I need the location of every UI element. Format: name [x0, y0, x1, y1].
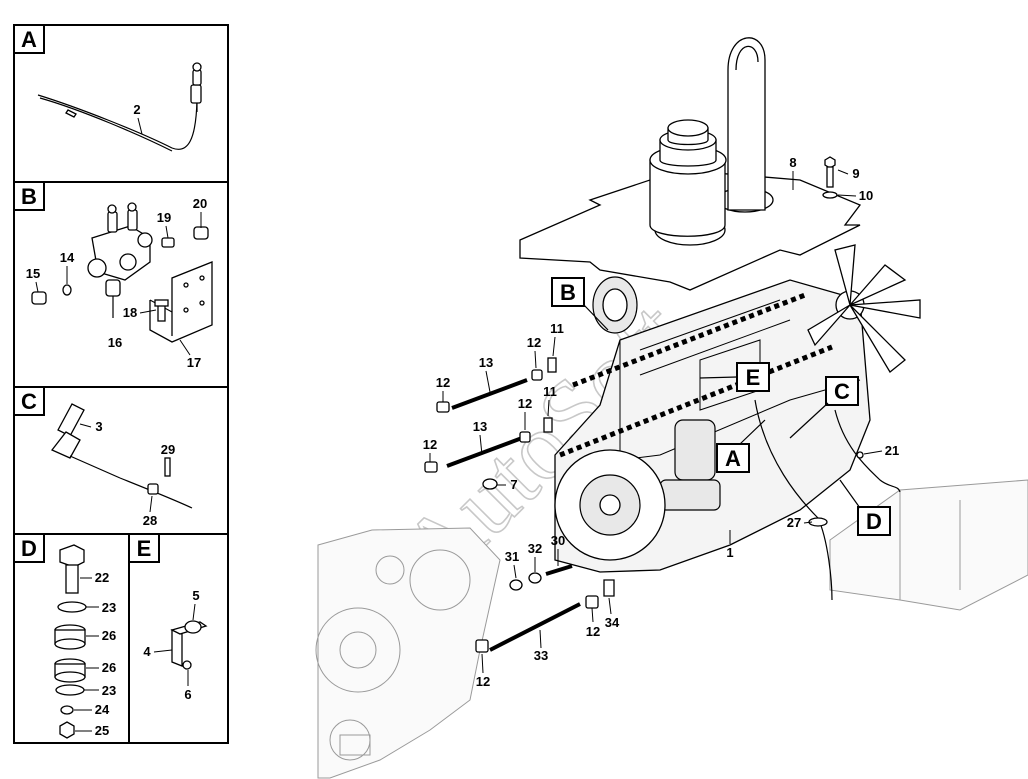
panel-a-letter: A [21, 27, 37, 52]
main-letter-d: D [866, 509, 882, 534]
callout-30: 30 [551, 533, 565, 548]
panel-b-letter: B [21, 184, 37, 209]
callout-3: 3 [95, 419, 102, 434]
callout-26: 26 [102, 628, 116, 643]
callout-1: 1 [726, 545, 733, 560]
panel-c-letter: C [21, 389, 37, 414]
callout-33: 33 [534, 648, 548, 663]
callout-18: 18 [123, 305, 137, 320]
callout-7: 7 [510, 477, 517, 492]
callout-19: 19 [157, 210, 171, 225]
main-letter-box-d [857, 506, 891, 536]
panel-d-letter-box [13, 533, 45, 563]
callout-12-bottom-left: 12 [476, 674, 490, 689]
screw-9 [824, 156, 836, 169]
main-letter-box-c [825, 376, 859, 406]
callout-12-middle: 12 [518, 396, 532, 411]
callout-12-bottom-right: 12 [586, 624, 600, 639]
callout-10: 10 [859, 188, 873, 203]
callout-12-upper-left: 12 [436, 375, 450, 390]
callout-12-upper-right: 12 [527, 335, 541, 350]
main-letter-b: B [560, 280, 576, 305]
main-letter-box-b [551, 277, 585, 307]
callout-23: 23 [102, 600, 116, 615]
callout-29: 29 [161, 442, 175, 457]
callout-25: 25 [95, 723, 109, 738]
main-assembly-drawing [315, 37, 1028, 779]
section-line-lower [559, 344, 833, 458]
panel-c-pedal-drawing: 3 29 28 [50, 403, 193, 528]
main-letter-a: A [725, 446, 741, 471]
callout-31: 31 [505, 549, 519, 564]
panel-e-clamp-drawing: 5 4 6 [143, 588, 208, 702]
transmission-housing [317, 527, 501, 779]
callout-5: 5 [192, 588, 199, 603]
panel-c-frame [13, 386, 229, 535]
callout-13-upper: 13 [479, 355, 493, 370]
panel-b-letter-box [13, 181, 45, 211]
panel-a-cable-drawing: 2 [37, 62, 202, 152]
frame-rail [829, 479, 1028, 611]
panel-d-mount-drawing: 22 23 26 26 23 24 25 [54, 544, 116, 739]
callout-24: 24 [95, 702, 110, 717]
callout-11-lower: 11 [543, 384, 557, 399]
callout-22: 22 [95, 570, 109, 585]
section-line-upper [572, 292, 806, 388]
callout-28: 28 [143, 513, 157, 528]
callout-12-lower-left: 12 [423, 437, 437, 452]
callout-4: 4 [143, 644, 151, 659]
main-number-callouts: 8 9 10 11 12 13 11 12 12 13 12 7 21 27 1… [423, 155, 899, 689]
callout-27: 27 [787, 515, 801, 530]
exhaust-pipe [727, 37, 766, 211]
callout-9: 9 [852, 166, 859, 181]
panel-e-letter: E [137, 536, 152, 561]
callout-11-upper: 11 [550, 321, 564, 336]
panel-e-frame [128, 533, 229, 744]
inset-panels: A B C D E [13, 24, 229, 744]
callout-21: 21 [885, 443, 899, 458]
panel-c-letter-box [13, 386, 45, 416]
panel-d-letter: D [21, 536, 37, 561]
callout-6: 6 [184, 687, 191, 702]
callout-32: 32 [528, 541, 542, 556]
callout-13-lower: 13 [473, 419, 487, 434]
callout-14: 14 [60, 250, 75, 265]
main-letter-c: C [834, 379, 850, 404]
callout-23-lower: 23 [102, 683, 116, 698]
callout-20: 20 [193, 196, 207, 211]
main-letter-e: E [746, 365, 761, 390]
oil-filter [674, 419, 716, 481]
callout-2: 2 [133, 102, 140, 117]
radiator-fan [807, 244, 921, 373]
panel-e-letter-box [128, 533, 160, 563]
callout-15: 15 [26, 266, 40, 281]
callout-34: 34 [605, 615, 620, 630]
panel-a-letter-box [13, 24, 45, 54]
panel-b-valve-drawing: 19 20 14 15 18 16 17 [26, 196, 213, 370]
air-cleaner [649, 119, 727, 237]
main-letter-callouts: B E C A D [551, 277, 891, 536]
callout-8: 8 [789, 155, 796, 170]
main-letter-box-a [716, 443, 750, 473]
washer-10 [822, 191, 838, 199]
callout-26-lower: 26 [102, 660, 116, 675]
callout-17: 17 [187, 355, 201, 370]
callout-16: 16 [108, 335, 122, 350]
